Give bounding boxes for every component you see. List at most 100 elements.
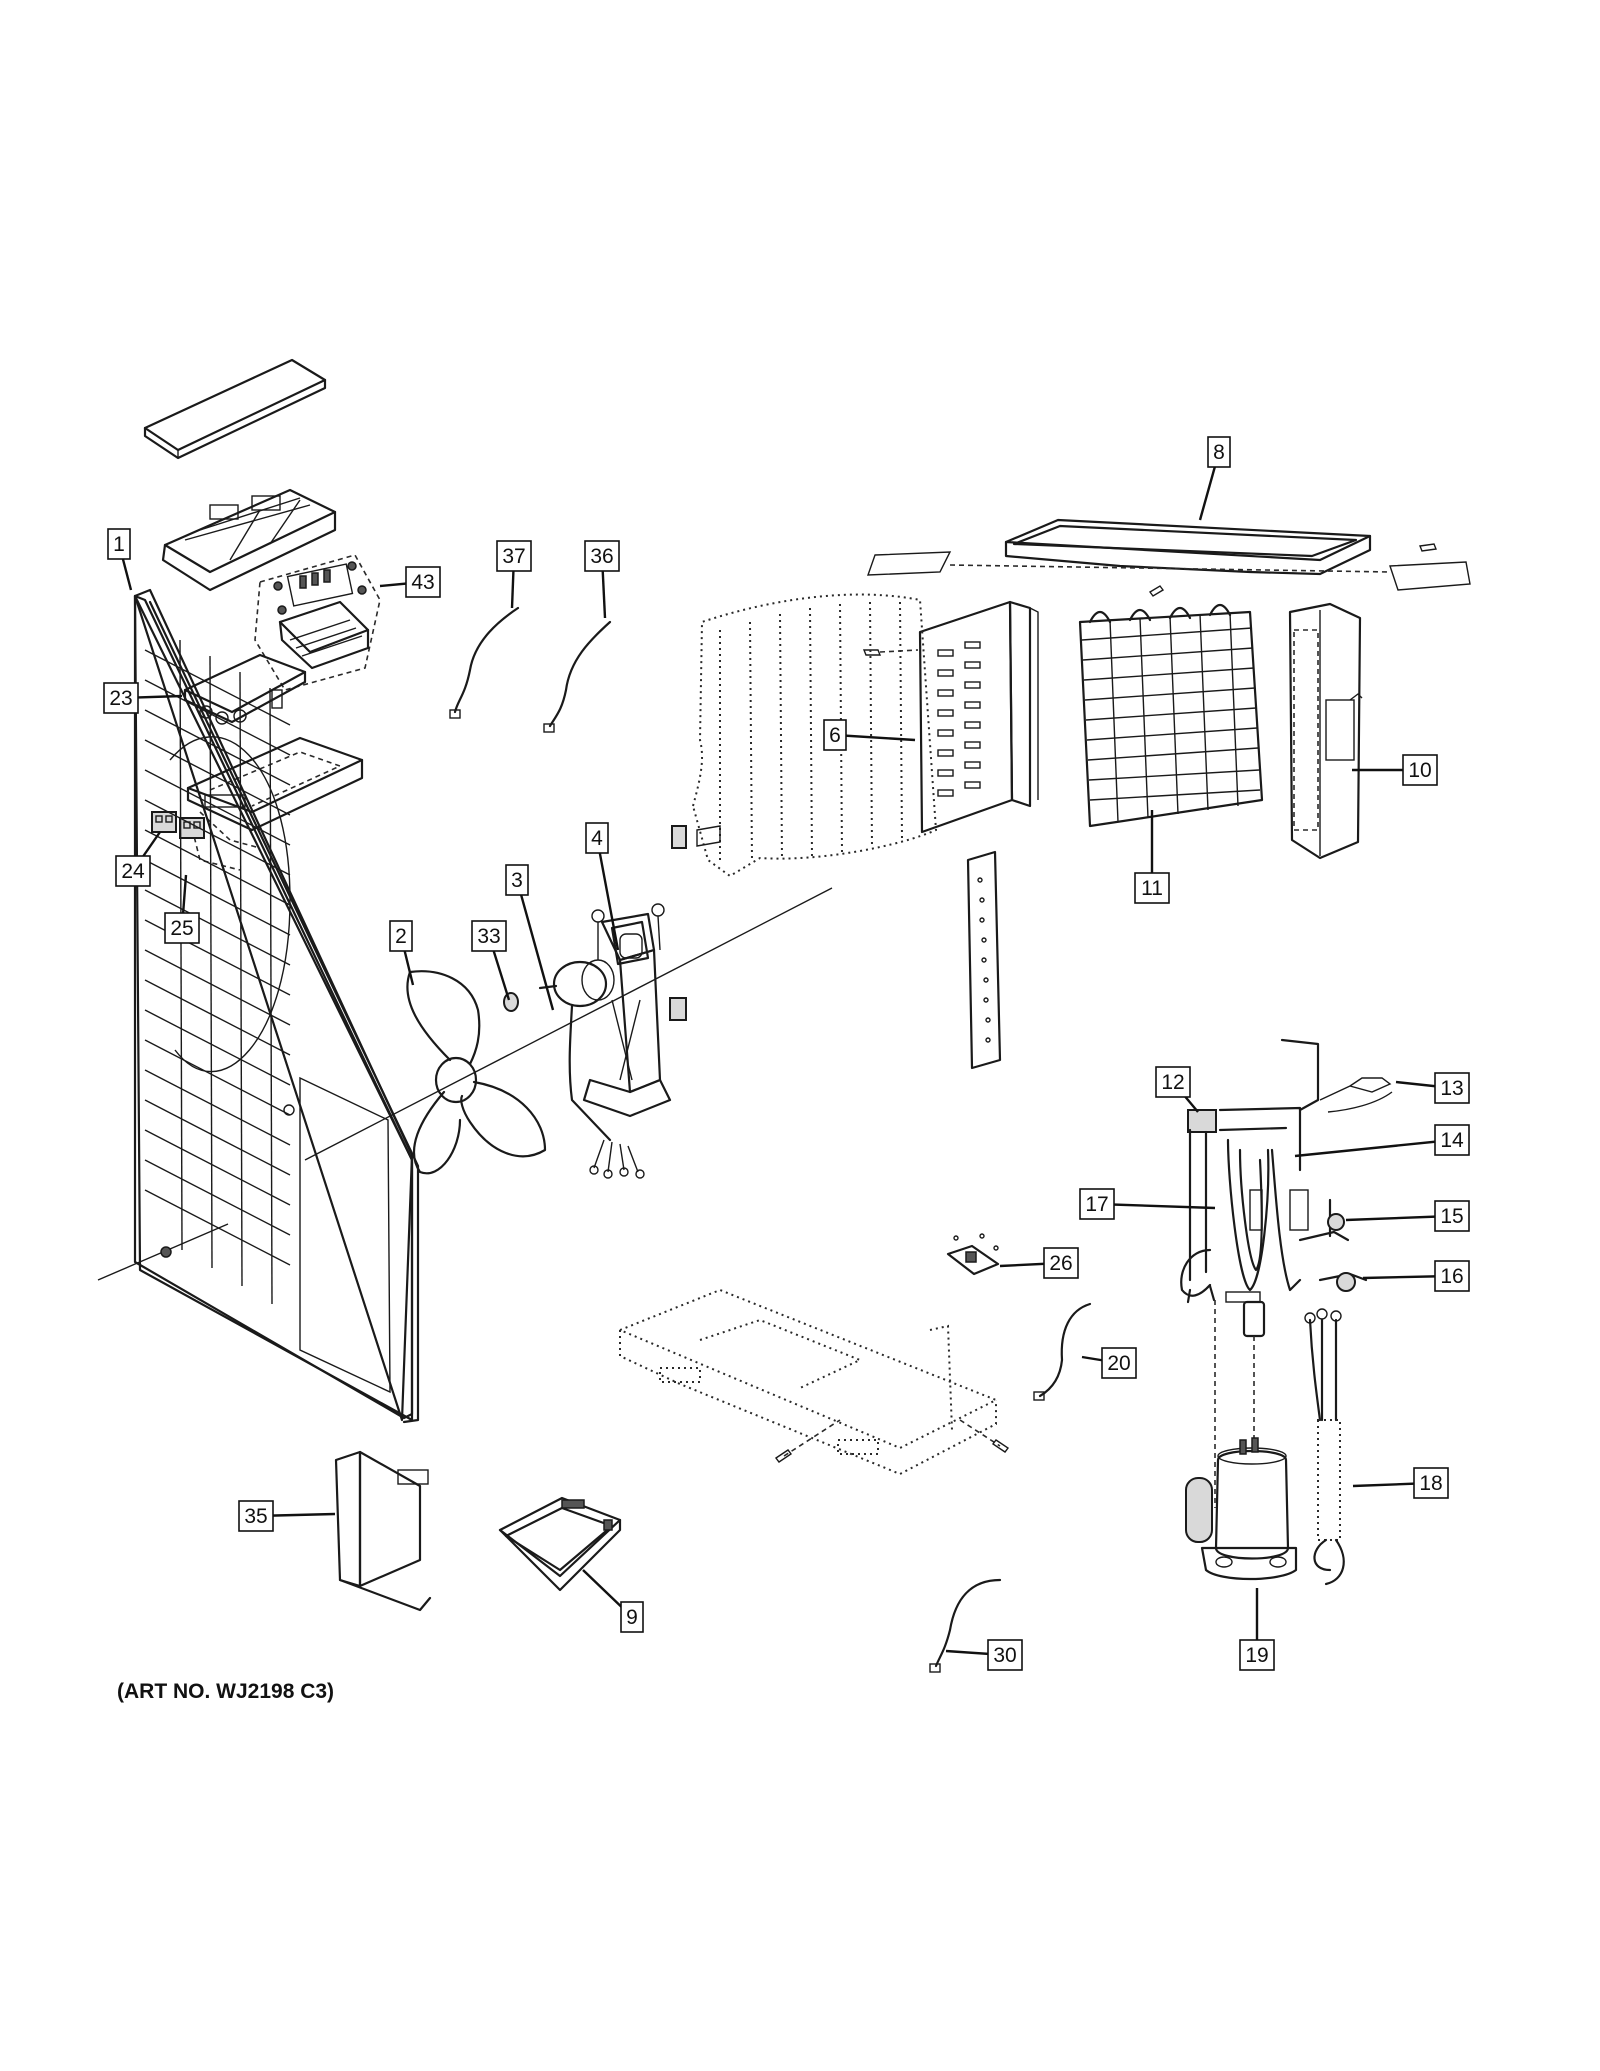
callout-43-box xyxy=(405,566,441,598)
callout-37-box xyxy=(496,540,532,572)
fan-blade-nut xyxy=(503,992,519,1012)
sensor-wire-20 xyxy=(1033,1302,1092,1401)
control-box-frame xyxy=(161,488,337,592)
condenser-coil xyxy=(1078,603,1264,828)
callout-26: 26 xyxy=(999,1247,1079,1279)
callout-13-label: 13 xyxy=(1440,1077,1463,1100)
callout-17-label: 17 xyxy=(1085,1193,1108,1216)
callout-11-box xyxy=(1134,872,1170,904)
inverter-module-assembly xyxy=(254,554,381,691)
callout-35: 35 xyxy=(238,1500,336,1532)
rear-grille xyxy=(691,593,938,878)
callout-8-label: 8 xyxy=(1213,441,1225,464)
tray-9 xyxy=(498,1496,622,1592)
callout-10-box xyxy=(1402,754,1438,786)
callout-43: 43 xyxy=(379,566,441,598)
right-side-panel xyxy=(1288,602,1363,860)
callout-14: 14 xyxy=(1294,1124,1470,1158)
callout-3-leader xyxy=(515,879,555,1011)
callout-9-label: 9 xyxy=(626,1606,638,1629)
callout-26-box xyxy=(1043,1247,1079,1279)
callout-13-box xyxy=(1434,1072,1470,1104)
callout-17-leader xyxy=(1096,1202,1216,1210)
motor-bracket xyxy=(582,903,672,1118)
callout-19: 19 xyxy=(1239,1588,1275,1671)
callout-26-label: 26 xyxy=(1049,1252,1072,1275)
callout-36-box xyxy=(584,540,620,572)
callout-4: 4 xyxy=(585,822,620,951)
terminal-blocks xyxy=(151,811,205,839)
refrigerant-piping-assembly xyxy=(1180,1038,1393,1304)
callout-35-label: 35 xyxy=(244,1505,267,1528)
front-panel xyxy=(133,588,420,1424)
callout-12-box xyxy=(1155,1066,1191,1098)
callout-2-box xyxy=(389,920,413,952)
base-pan xyxy=(617,1288,1010,1476)
callout-11: 11 xyxy=(1134,810,1170,904)
callout-25-box xyxy=(164,912,200,944)
callout-3-box xyxy=(505,864,529,896)
top-cover xyxy=(866,518,1471,597)
filter-drier xyxy=(1242,1300,1266,1338)
callout-13: 13 xyxy=(1395,1072,1470,1104)
callout-36: 36 xyxy=(584,540,620,619)
callout-18: 18 xyxy=(1352,1467,1449,1499)
callout-35-box xyxy=(238,1500,274,1532)
callout-23-label: 23 xyxy=(109,687,132,710)
callout-16-label: 16 xyxy=(1440,1265,1463,1288)
callout-6-box xyxy=(823,719,847,751)
callout-24-box xyxy=(115,855,151,887)
callout-30: 30 xyxy=(945,1639,1023,1671)
callout-23-box xyxy=(103,682,139,714)
callout-6-leader xyxy=(834,733,916,742)
fan-motor xyxy=(538,959,645,1179)
callout-24: 24 xyxy=(115,831,161,887)
callout-4-box xyxy=(585,822,609,854)
callout-15-box xyxy=(1434,1200,1470,1232)
callout-33-box xyxy=(471,920,507,952)
callout-9: 9 xyxy=(582,1569,644,1633)
sensor-wire-36 xyxy=(543,620,612,733)
callout-15: 15 xyxy=(1345,1200,1470,1232)
callout-3-label: 3 xyxy=(511,869,523,892)
callout-33-label: 33 xyxy=(477,925,500,948)
callout-10-label: 10 xyxy=(1408,759,1431,782)
control-box-top-cover xyxy=(143,358,327,460)
callout-19-box xyxy=(1239,1639,1275,1671)
callout-20-label: 20 xyxy=(1107,1352,1130,1375)
compressor xyxy=(1185,1437,1298,1581)
callout-6-label: 6 xyxy=(829,724,841,747)
callout-25-label: 25 xyxy=(170,917,193,940)
callout-18-label: 18 xyxy=(1419,1472,1442,1495)
callout-43-label: 43 xyxy=(411,571,434,594)
side-panel xyxy=(862,600,1039,834)
sensor-wire-30 xyxy=(929,1578,1002,1673)
callout-25: 25 xyxy=(164,874,200,944)
callout-37: 37 xyxy=(496,540,532,609)
callout-15-label: 15 xyxy=(1440,1205,1463,1228)
callout-30-box xyxy=(987,1639,1023,1671)
callout-2: 2 xyxy=(389,920,415,986)
callout-16: 16 xyxy=(1362,1260,1470,1292)
callout-14-box xyxy=(1434,1124,1470,1156)
callout-30-label: 30 xyxy=(993,1644,1016,1667)
callout-23: 23 xyxy=(103,682,183,714)
callout-12: 12 xyxy=(1155,1066,1199,1113)
callout-2-label: 2 xyxy=(395,925,407,948)
callout-14-leader xyxy=(1294,1138,1453,1158)
callout-17: 17 xyxy=(1079,1188,1216,1220)
callout-18-box xyxy=(1413,1467,1449,1499)
grille-clips xyxy=(669,825,687,1021)
callout-36-label: 36 xyxy=(590,545,613,568)
callout-14-label: 14 xyxy=(1440,1129,1464,1152)
callout-20-box xyxy=(1101,1347,1137,1379)
art-number: (ART NO. WJ2198 C3) xyxy=(117,1680,335,1703)
callout-10: 10 xyxy=(1352,754,1438,786)
callout-24-label: 24 xyxy=(121,860,145,883)
bracket-35 xyxy=(334,1450,432,1612)
callout-17-box xyxy=(1079,1188,1115,1220)
callout-8-box xyxy=(1207,436,1231,468)
callout-33: 33 xyxy=(471,920,511,1001)
